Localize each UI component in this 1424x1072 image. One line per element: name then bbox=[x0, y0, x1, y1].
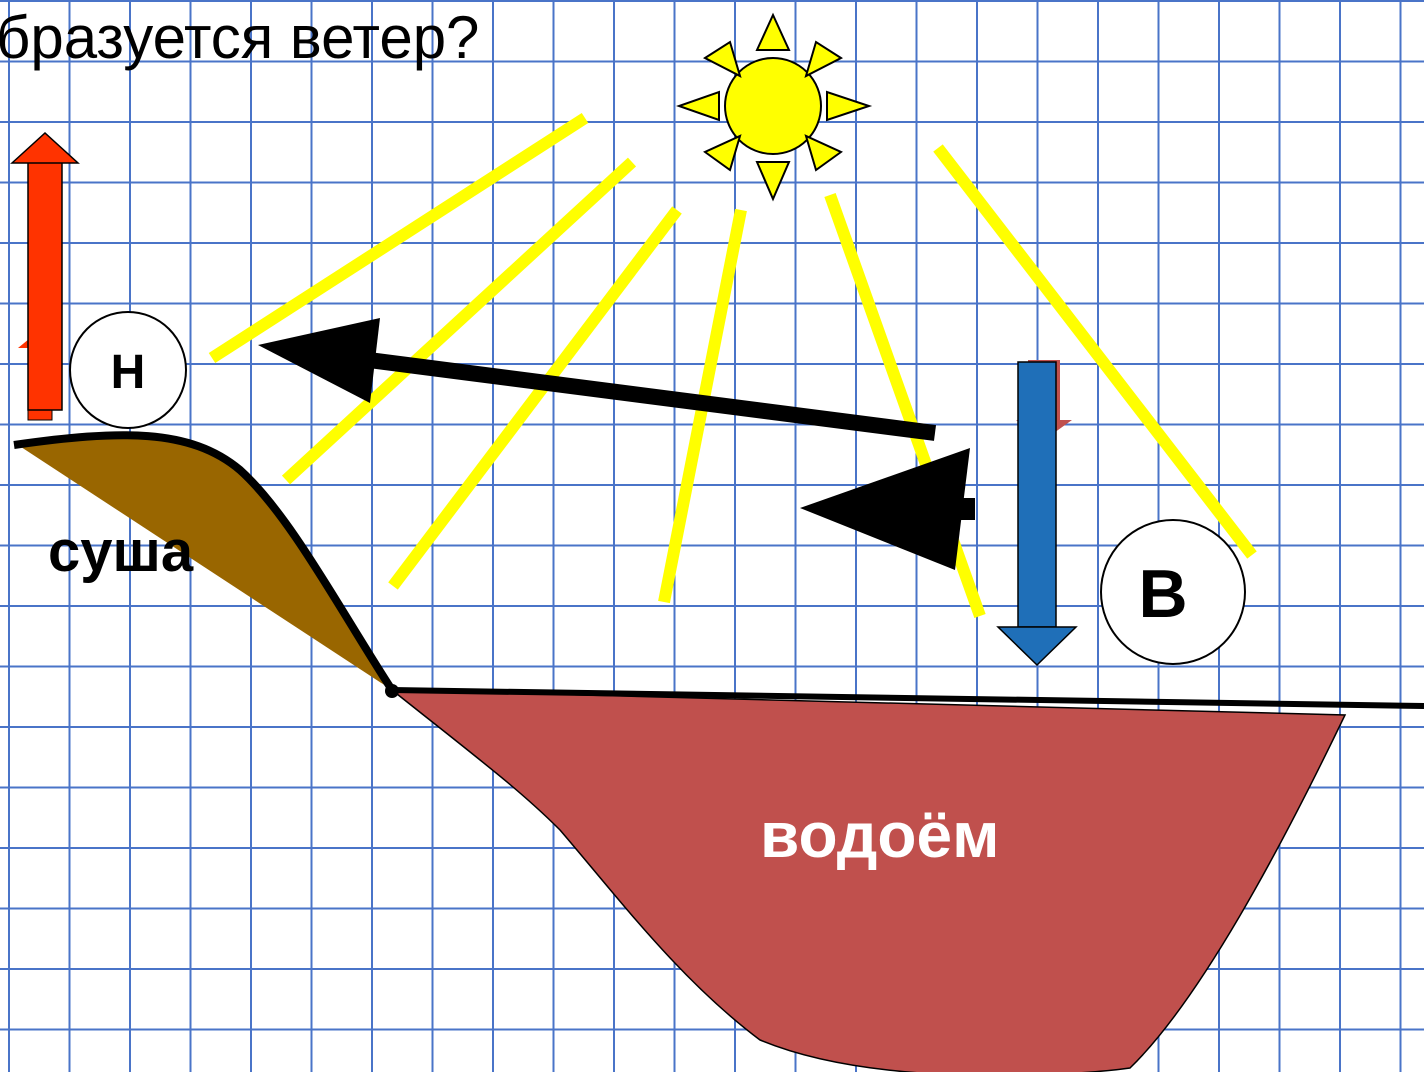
slide-title: бразуется ветер? bbox=[0, 4, 479, 71]
sun-ray bbox=[281, 157, 637, 485]
water-body bbox=[389, 689, 1347, 1072]
shore-point bbox=[385, 684, 399, 698]
arrow-left-icon bbox=[258, 318, 975, 570]
sun-ray bbox=[933, 144, 1257, 559]
arrow-down-icon bbox=[996, 360, 1078, 667]
water-label: водоём bbox=[760, 799, 999, 871]
sun-icon bbox=[675, 12, 873, 202]
land-area bbox=[18, 435, 392, 690]
arrow-up-icon bbox=[10, 131, 80, 421]
sun-ray bbox=[388, 206, 682, 590]
water-surface-line bbox=[391, 687, 1424, 709]
land-outline bbox=[13, 431, 396, 693]
sun-rays bbox=[208, 112, 1257, 619]
land-label: суша bbox=[48, 519, 194, 584]
low-pressure-label: Н bbox=[111, 346, 146, 399]
high-pressure-label: В bbox=[1138, 556, 1187, 632]
sun-ray bbox=[208, 112, 589, 364]
low-pressure-marker: Н bbox=[69, 311, 187, 429]
sun-ray bbox=[824, 192, 986, 619]
high-pressure-marker: В bbox=[1100, 519, 1246, 665]
